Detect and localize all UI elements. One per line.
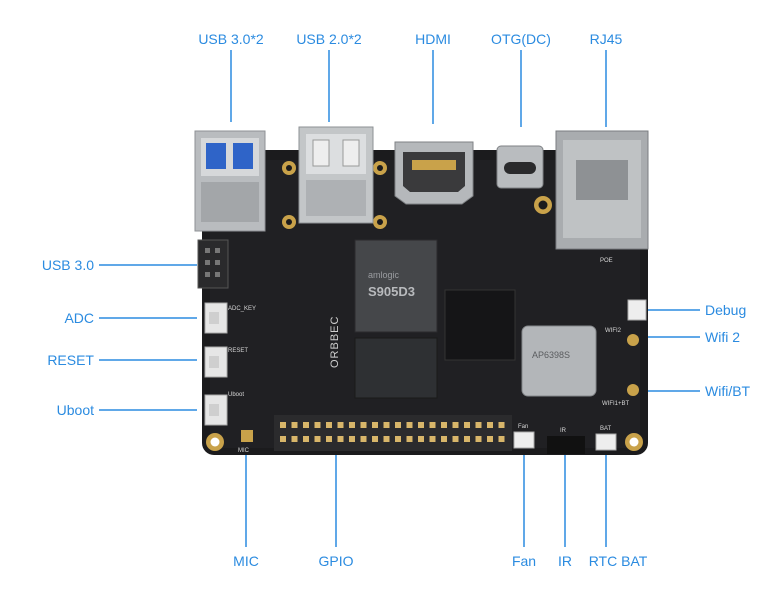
label-hdmi: HDMI <box>415 31 451 47</box>
ir-receiver <box>547 436 585 454</box>
soc-model: S905D3 <box>368 284 415 299</box>
gpio-pin <box>303 436 309 442</box>
label-reset: RESET <box>47 352 94 368</box>
silk-adc: ADC_KEY <box>228 306 256 312</box>
label-fan: Fan <box>511 553 537 569</box>
label-usb30x2: USB 3.0*2 <box>198 31 264 47</box>
gpio-pin <box>326 422 332 428</box>
hdmi-port <box>394 141 474 205</box>
silk-reset: RESET <box>228 348 248 354</box>
wifibt-antenna-connector <box>627 384 639 396</box>
label-otg: OTG(DC) <box>491 31 551 47</box>
gpio-pin <box>452 436 459 442</box>
silk-poe: POE <box>600 258 613 264</box>
otg-typec-port <box>496 145 544 189</box>
gpio-pin <box>395 436 401 442</box>
wifi2-antenna-connector <box>627 334 639 346</box>
board-brand: ORBBEC <box>329 316 341 368</box>
mic-component <box>241 430 253 442</box>
label-debug: Debug <box>705 302 747 318</box>
label-uboot: Uboot <box>56 402 94 418</box>
gpio-pin <box>498 436 505 442</box>
silk-fan: Fan <box>518 424 528 430</box>
gpio-pin <box>291 436 298 442</box>
label-wifi2: Wifi 2 <box>705 329 740 345</box>
gpio-pin <box>395 422 401 428</box>
gpio-pin <box>487 422 493 428</box>
label-usb30: USB 3.0 <box>41 257 94 273</box>
gpio-pin <box>280 422 286 428</box>
pcb: amlogic S905D3 AP6398S ADC_KEY RESET <box>194 126 649 455</box>
label-mic: MIC <box>233 553 259 569</box>
gpio-pin <box>314 436 321 442</box>
silk-wifi2: WIFI2 <box>605 328 622 334</box>
gpio-pin <box>337 436 344 442</box>
gpio-pin <box>418 422 424 428</box>
label-rtcbat: RTC BAT <box>588 553 648 569</box>
silk-ir: IR <box>560 428 567 434</box>
silk-wifibt: WIFI1+BT <box>602 401 630 407</box>
gpio-pin <box>349 422 355 428</box>
gpio-pin <box>360 436 367 442</box>
label-wifibt: Wifi/BT <box>705 383 751 399</box>
gpio-pin <box>429 422 436 428</box>
gpio-pin <box>383 422 390 428</box>
gpio-pin <box>372 422 378 428</box>
gpio-pin <box>498 422 505 428</box>
gpio-pin <box>464 422 470 428</box>
gpio-pin <box>452 422 459 428</box>
gpio-pin <box>406 422 413 428</box>
reset-button <box>204 346 228 378</box>
gpio-pin <box>441 436 447 442</box>
rj45-port <box>555 130 649 250</box>
gpio-pin <box>349 436 355 442</box>
gpio-pin <box>406 436 413 442</box>
label-adc: ADC <box>64 310 94 326</box>
silk-bat: BAT <box>600 426 612 432</box>
fan-connector <box>513 431 535 449</box>
gpio-pin <box>291 422 298 428</box>
gpio-pin <box>360 422 367 428</box>
gpio-pin <box>280 436 286 442</box>
usb30-header <box>197 239 229 289</box>
gpio-pin <box>314 422 321 428</box>
gpio-pin <box>475 436 482 442</box>
gpio-pin <box>464 436 470 442</box>
rtc-battery-connector <box>595 433 617 451</box>
gpio-pin <box>337 422 344 428</box>
gpio-pin <box>372 436 378 442</box>
gpio-pin <box>441 422 447 428</box>
silk-mic: MIC <box>238 448 250 454</box>
gpio-pin <box>429 436 436 442</box>
emmc-chip <box>444 289 516 361</box>
label-ir: IR <box>558 553 572 569</box>
wifi-module-model: AP6398S <box>532 350 570 360</box>
gpio-pin <box>418 436 424 442</box>
adc-button <box>204 302 228 334</box>
debug-connector <box>627 299 647 321</box>
gpio-pin <box>383 436 390 442</box>
wifi-module: AP6398S <box>521 325 597 397</box>
usb20-dual-port <box>298 126 374 224</box>
gpio-pin <box>475 422 482 428</box>
label-rj45: RJ45 <box>589 31 623 47</box>
gpio-pin <box>487 436 493 442</box>
memory-chip <box>354 337 438 399</box>
gpio-pin <box>303 422 309 428</box>
usb30-dual-port <box>194 130 266 232</box>
soc-brand: amlogic <box>368 270 400 280</box>
gpio-pin <box>326 436 332 442</box>
silk-uboot: Uboot <box>228 392 244 398</box>
soc-chip: amlogic S905D3 <box>354 239 438 333</box>
gpio-header <box>274 415 512 451</box>
label-gpio: GPIO <box>318 553 354 569</box>
label-usb20x2: USB 2.0*2 <box>296 31 362 47</box>
uboot-button <box>204 394 228 426</box>
